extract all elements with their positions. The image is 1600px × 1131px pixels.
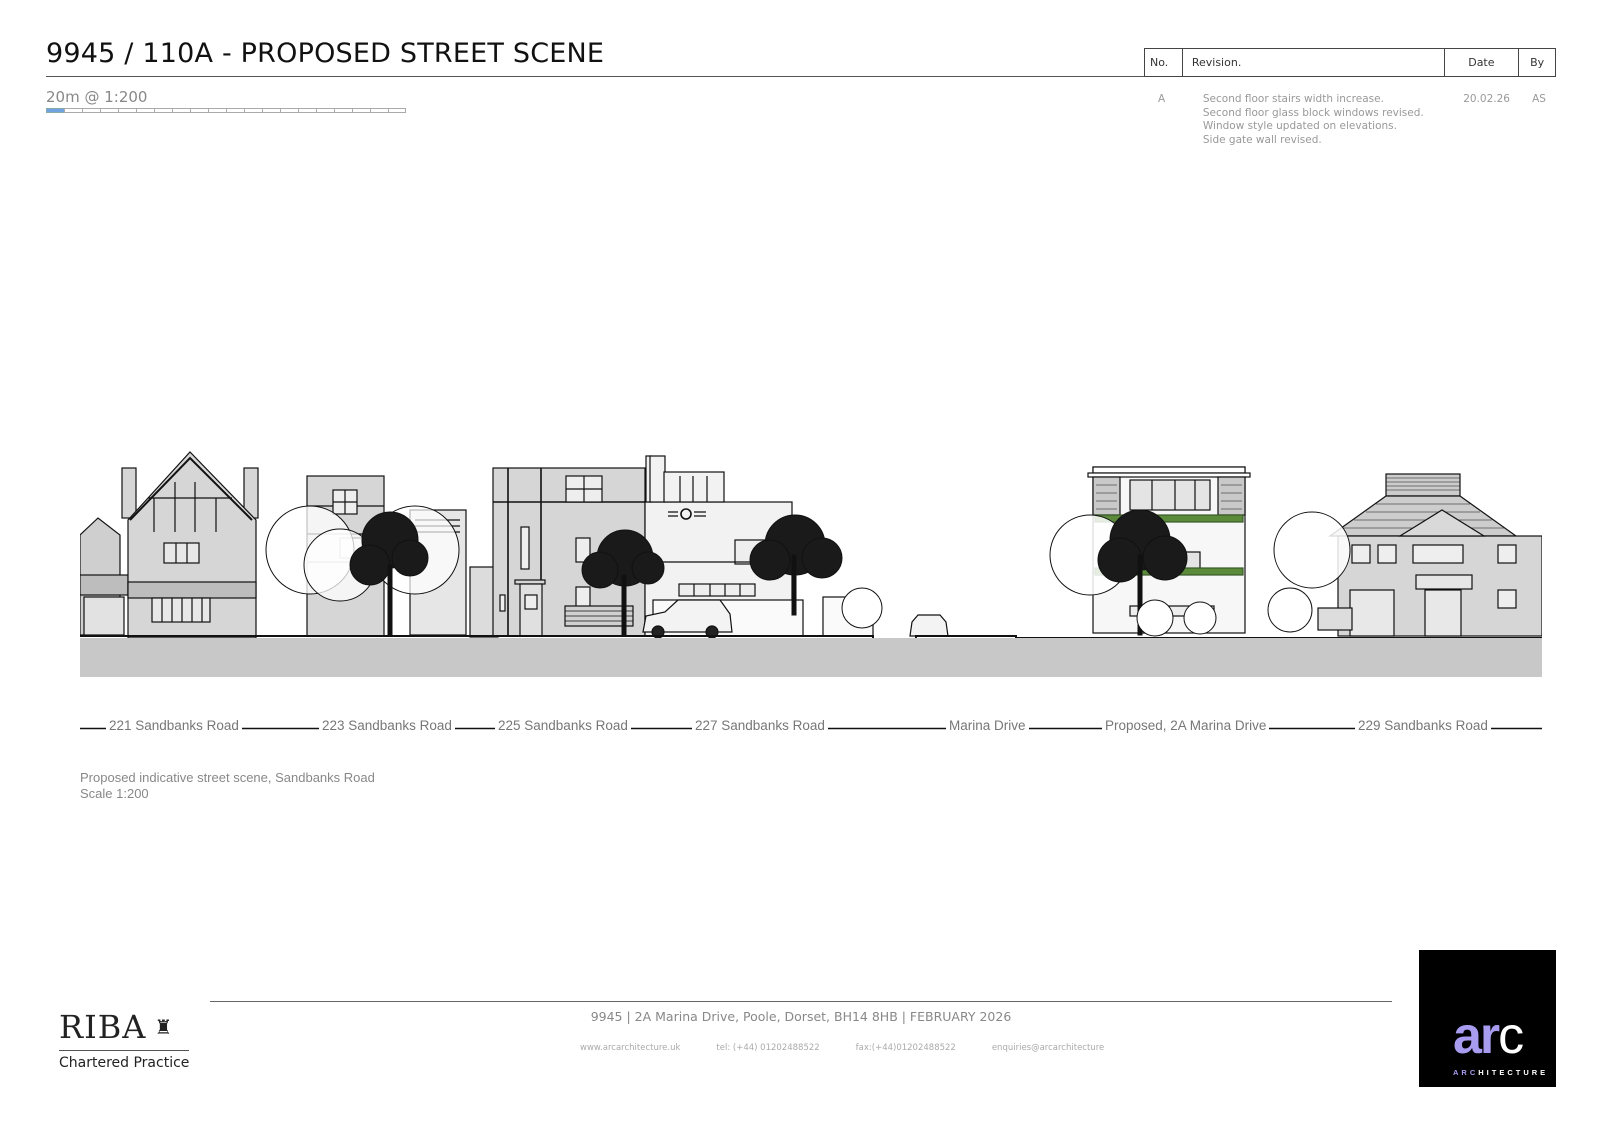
revision-note: Second floor glass block windows revised…	[1202, 106, 1424, 119]
revision-table-header: No. Revision. Date By	[1144, 48, 1556, 77]
col-date: Date	[1445, 49, 1520, 76]
ground	[80, 638, 1542, 677]
label-225: 225 Sandbanks Road	[495, 718, 631, 733]
revision-notes: Second floor stairs width increase. Seco…	[1194, 93, 1451, 147]
footer-contacts: www.arcarchitecture.uk tel: (+44) 012024…	[580, 1043, 1104, 1053]
riba-subtitle: Chartered Practice	[59, 1055, 190, 1071]
revision-note: Second floor stairs width increase.	[1202, 93, 1384, 105]
riba-wordmark: RIBA	[59, 1008, 147, 1046]
caption-title: Proposed indicative street scene, Sandba…	[80, 770, 375, 785]
col-by: By	[1530, 56, 1545, 69]
col-no: No.	[1145, 49, 1183, 76]
riba-logo: RIBA ♜ Chartered Practice	[59, 1008, 189, 1071]
label-marina-drive: Marina Drive	[946, 718, 1029, 733]
riba-lion-crest-icon: ♜	[154, 1015, 173, 1039]
revision-no: A	[1158, 93, 1166, 105]
drawing-caption: Proposed indicative street scene, Sandba…	[80, 770, 375, 802]
label-221: 221 Sandbanks Road	[106, 718, 242, 733]
scale-bar	[46, 108, 406, 113]
revision-row: A Second floor stairs width increase. Se…	[1144, 93, 1556, 147]
revision-by: AS	[1532, 93, 1546, 105]
label-227: 227 Sandbanks Road	[692, 718, 828, 733]
house-221	[80, 451, 259, 639]
label-proposed-2a: Proposed, 2A Marina Drive	[1102, 718, 1270, 733]
telephone: tel: (+44) 01202488522	[716, 1043, 820, 1053]
footer-divider	[210, 1001, 1392, 1002]
title-underline	[46, 76, 1146, 77]
trees	[265, 505, 1351, 637]
arc-wordmark: arc	[1453, 1007, 1524, 1065]
drawing-title: 9945 / 110A - PROPOSED STREET SCENE	[46, 38, 605, 69]
col-revision: Revision.	[1183, 49, 1445, 76]
arc-architecture-logo: arc ARCHITECTURE	[1419, 950, 1556, 1087]
website-link[interactable]: www.arcarchitecture.uk	[580, 1043, 681, 1053]
property-labels: 221 Sandbanks Road 223 Sandbanks Road 22…	[80, 718, 1542, 738]
fax: fax:(+44)01202488522	[855, 1043, 956, 1053]
scale-label: 20m @ 1:200	[46, 88, 148, 106]
revision-note: Side gate wall revised.	[1202, 133, 1322, 146]
revision-table: No. Revision. Date By A Second floor sta…	[1144, 48, 1556, 147]
revision-date: 20.02.26	[1463, 93, 1510, 105]
label-223: 223 Sandbanks Road	[319, 718, 455, 733]
footer-address: 9945 | 2A Marina Drive, Poole, Dorset, B…	[590, 1009, 1012, 1024]
email-link[interactable]: enquiries@arcarchitecture	[991, 1043, 1105, 1053]
caption-scale: Scale 1:200	[80, 786, 149, 801]
arc-tagline: ARCHITECTURE	[1453, 1068, 1549, 1077]
street-elevation-drawing	[80, 451, 1542, 677]
revision-note: Window style updated on elevations.	[1202, 120, 1397, 132]
label-229: 229 Sandbanks Road	[1355, 718, 1491, 733]
house-229	[1328, 473, 1542, 637]
